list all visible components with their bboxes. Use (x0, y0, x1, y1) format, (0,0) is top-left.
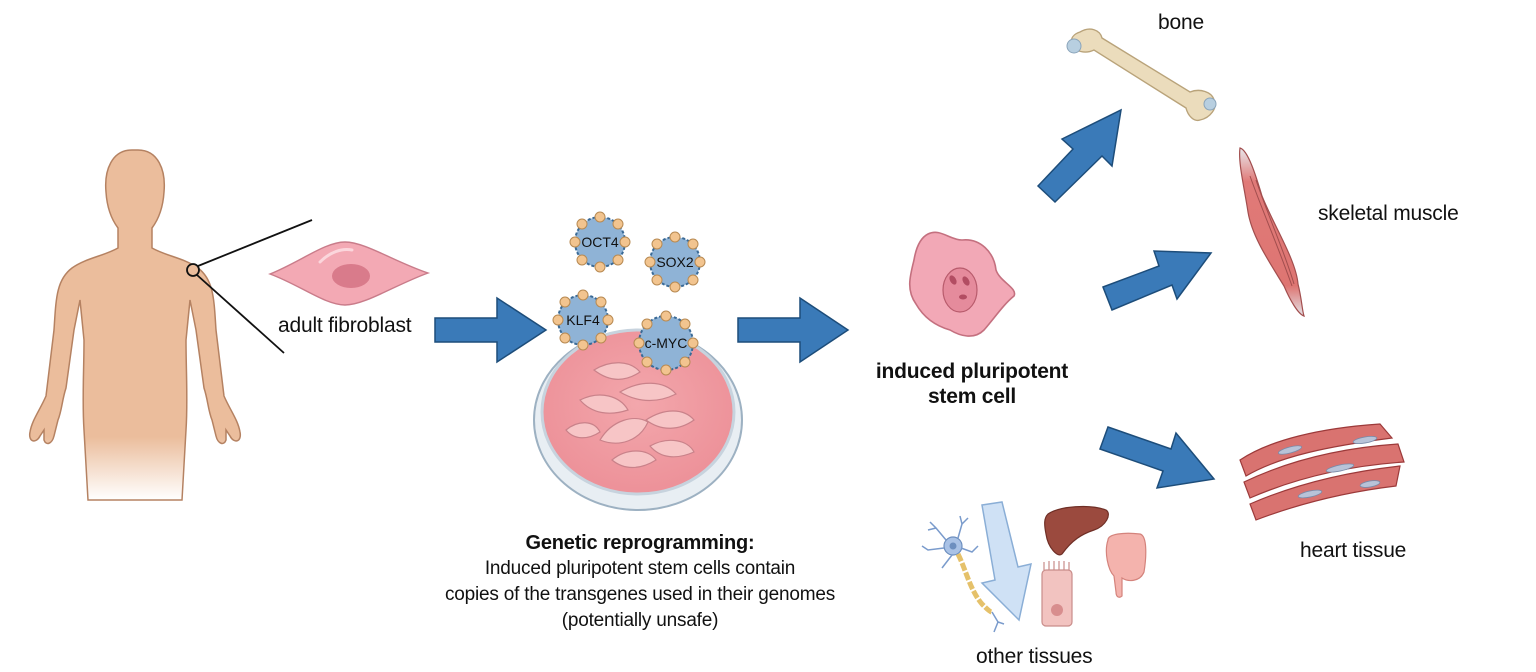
tf-label-klf4: KLF4 (566, 312, 600, 328)
skeletal-muscle-icon (1239, 147, 1305, 317)
caption-line-3: (potentially unsafe) (561, 610, 719, 631)
tf-label-sox2: SOX2 (656, 254, 694, 270)
arrow-to-ipsc (737, 296, 850, 364)
tf-label-oct4: OCT4 (581, 234, 619, 250)
intestine-icon (1105, 532, 1147, 598)
tf-oct4: OCT4 (569, 211, 631, 273)
caption-line-1: Induced pluripotent stem cells contain (484, 558, 796, 579)
ipsc-cell-icon (908, 231, 1016, 337)
arrow-to-reprogramming (434, 296, 548, 364)
label-adult-fibroblast: adult fibroblast (278, 314, 412, 337)
label-other-tissues: other tissues (976, 645, 1093, 668)
tf-sox2: SOX2 (644, 231, 706, 293)
zoom-callout (186, 219, 313, 354)
reprogramming-caption: Genetic reprogramming: Induced pluripote… (420, 530, 860, 634)
label-ipsc: induced pluripotent stem cell (862, 359, 1082, 409)
liver-icon (1044, 505, 1109, 556)
tf-label-c-myc: c-MYC (645, 335, 688, 351)
caption-title: Genetic reprogramming: (525, 532, 755, 554)
label-ipsc-line-2: stem cell (927, 385, 1017, 408)
human-body-icon (28, 149, 242, 501)
caption-line-2: copies of the transgenes used in their g… (444, 584, 836, 605)
fibroblast-cell-icon (268, 241, 431, 306)
epithelial-cell-icon (1041, 561, 1073, 627)
tf-klf4: KLF4 (552, 289, 614, 351)
arrow-to-bone (1036, 108, 1122, 204)
petri-dish-icon (533, 328, 743, 511)
tf-c-myc: c-MYC (633, 310, 699, 376)
arrow-to-heart (1099, 426, 1216, 489)
label-bone: bone (1158, 11, 1204, 34)
label-heart-tissue: heart tissue (1300, 539, 1407, 562)
neuron-icon (921, 515, 1005, 633)
arrow-to-muscle (1102, 250, 1213, 311)
heart-tissue-icon (1239, 423, 1405, 521)
arrow-to-other-tissues (980, 501, 1032, 622)
label-skeletal-muscle: skeletal muscle (1318, 202, 1459, 225)
label-ipsc-line-1: induced pluripotent (875, 360, 1069, 383)
bone-icon (1066, 28, 1217, 122)
